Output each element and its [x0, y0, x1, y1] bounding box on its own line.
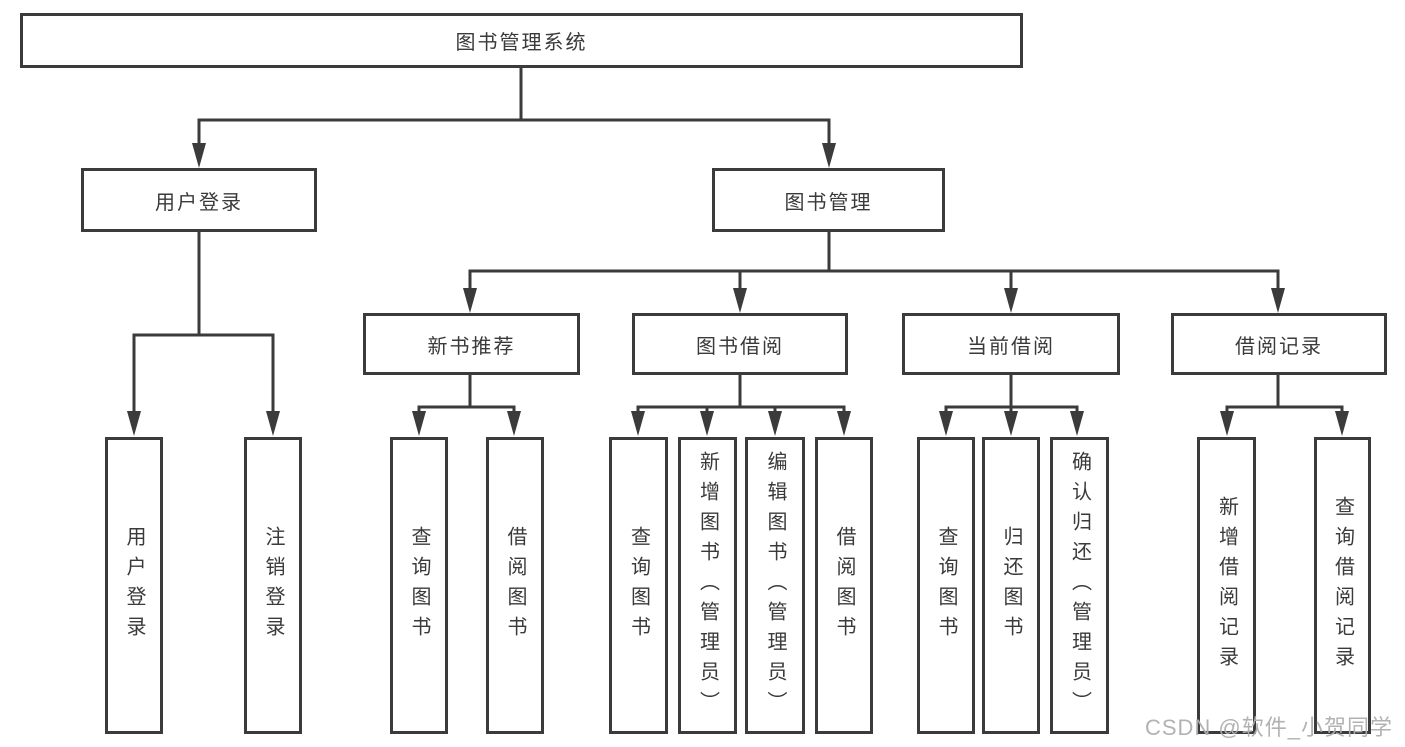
connector-current-children	[939, 375, 1084, 436]
leaf-newbooks-borrow-books-label: 借阅图书	[504, 525, 526, 646]
leaf-add-borrow-record-label: 新增借阅记录	[1215, 495, 1238, 676]
arrowhead	[700, 411, 714, 436]
leaf-edit-book-admin-label: 编辑图书（管理员）	[764, 450, 786, 721]
leaf-current-query-books-label: 查询图书	[935, 525, 957, 646]
connector-root-to-level2	[192, 68, 836, 168]
node-user-login-label: 用户登录	[155, 191, 243, 214]
arrowhead	[127, 411, 141, 436]
leaf-add-book-admin-label: 新增图书（管理员）	[696, 450, 719, 721]
arrowhead	[1220, 411, 1234, 436]
leaf-borrowing-query-books: 查询图书	[609, 437, 668, 734]
leaf-borrowing-borrow-books-label: 借阅图书	[833, 525, 855, 646]
leaf-add-borrow-record: 新增借阅记录	[1197, 437, 1256, 734]
connector-user-login-children	[127, 232, 280, 436]
arrowhead	[463, 288, 477, 313]
node-new-book-recommend-label: 新书推荐	[427, 335, 516, 358]
leaf-add-book-admin: 新增图书（管理员）	[678, 437, 737, 734]
node-book-management-label: 图书管理	[784, 191, 873, 214]
connector-new-books-children	[412, 375, 521, 436]
arrowhead	[631, 411, 645, 436]
leaf-query-borrow-record: 查询借阅记录	[1314, 437, 1371, 734]
node-new-book-recommend: 新书推荐	[363, 313, 580, 375]
leaf-edit-book-admin: 编辑图书（管理员）	[745, 437, 805, 734]
arrowhead	[1070, 411, 1084, 436]
node-current-borrowing: 当前借阅	[902, 313, 1120, 375]
arrowhead	[507, 411, 521, 436]
connector-borrowing-children	[631, 375, 851, 436]
node-library-system: 图书管理系统	[20, 13, 1023, 68]
arrowhead	[939, 411, 953, 436]
leaf-confirm-return-admin: 确认归还（管理员）	[1050, 437, 1109, 734]
node-user-login: 用户登录	[81, 168, 317, 232]
arrowhead	[412, 411, 426, 436]
arrowhead	[192, 143, 206, 168]
leaf-return-books: 归还图书	[982, 437, 1040, 734]
connector-book-management-children	[463, 232, 1285, 313]
arrowhead	[1004, 288, 1018, 313]
leaf-current-query-books: 查询图书	[917, 437, 975, 734]
leaf-logout: 注销登录	[244, 437, 302, 734]
leaf-newbooks-query-books: 查询图书	[390, 437, 448, 734]
leaf-logout-label: 注销登录	[262, 525, 284, 646]
leaf-borrowing-borrow-books: 借阅图书	[815, 437, 873, 734]
leaf-borrowing-query-books-label: 查询图书	[627, 525, 650, 646]
arrowhead	[837, 411, 851, 436]
leaf-newbooks-borrow-books: 借阅图书	[486, 437, 544, 734]
node-borrowing-records-label: 借阅记录	[1235, 335, 1323, 358]
node-library-system-label: 图书管理系统	[455, 32, 588, 54]
connector-records-children	[1220, 375, 1349, 436]
leaf-return-books-label: 归还图书	[1000, 525, 1022, 646]
leaf-user-login-label: 用户登录	[123, 525, 145, 646]
node-book-borrowing: 图书借阅	[632, 313, 848, 375]
leaf-user-login: 用户登录	[105, 437, 163, 734]
leaf-confirm-return-admin-label: 确认归还（管理员）	[1068, 450, 1091, 721]
arrowhead	[266, 411, 280, 436]
arrowhead	[1335, 411, 1349, 436]
arrowhead	[822, 143, 836, 168]
leaf-newbooks-query-books-label: 查询图书	[408, 525, 430, 646]
node-book-borrowing-label: 图书借阅	[696, 335, 784, 358]
arrowhead	[768, 411, 782, 436]
arrowhead	[733, 288, 747, 313]
node-book-management: 图书管理	[712, 168, 945, 232]
arrowhead	[1004, 411, 1018, 436]
node-current-borrowing-label: 当前借阅	[967, 335, 1055, 358]
node-borrowing-records: 借阅记录	[1171, 313, 1387, 375]
arrowhead	[1271, 288, 1285, 313]
leaf-query-borrow-record-label: 查询借阅记录	[1331, 495, 1354, 676]
